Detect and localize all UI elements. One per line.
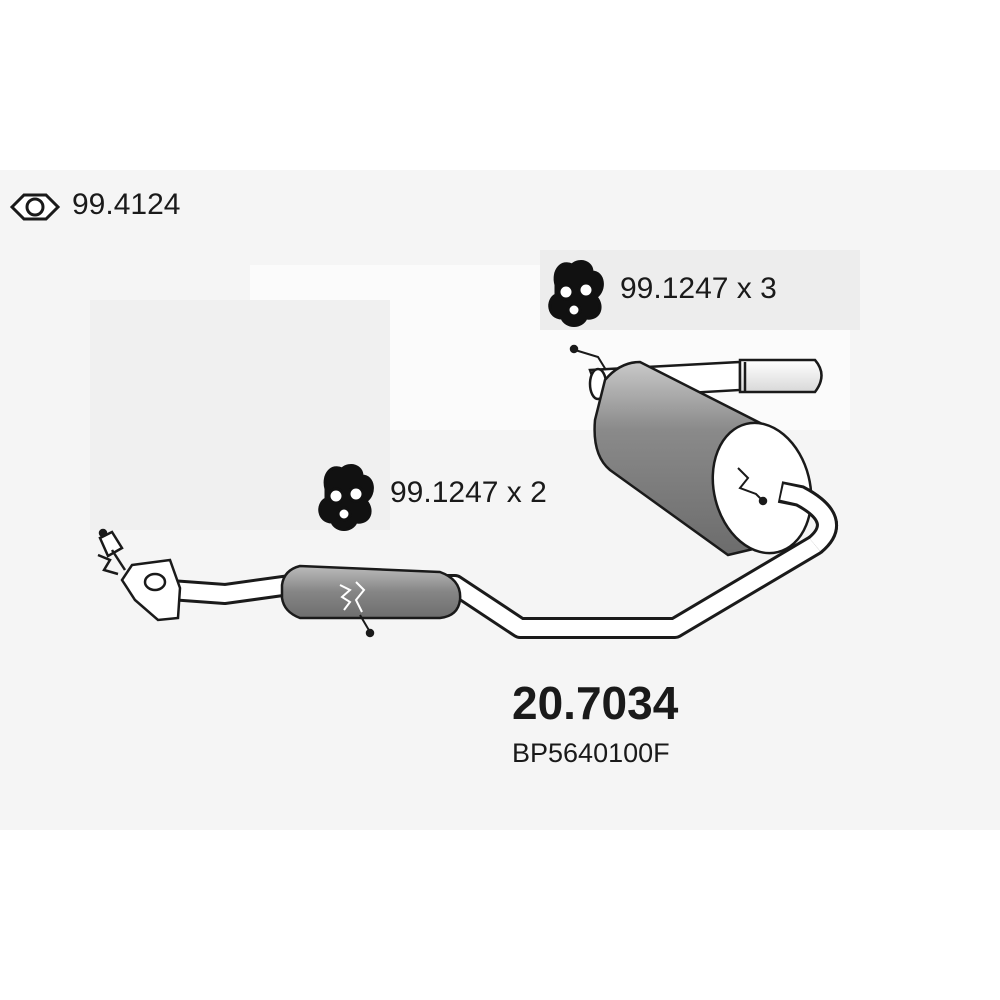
front-hanger-part-code: 99.1247 x 2 (390, 476, 547, 509)
rear-hanger-part-code: 99.1247 x 3 (620, 272, 777, 305)
muffler-inlet-pipe (777, 481, 838, 554)
oem-reference-number: BP5640100F (512, 738, 670, 768)
assembly-part-number: 20.7034 (512, 677, 679, 729)
front-flange (97, 528, 182, 622)
gasket-part-code: 99.4124 (72, 188, 181, 221)
rear-muffler (569, 344, 813, 557)
background-panels (0, 170, 1000, 830)
middle-silencer (280, 564, 462, 638)
rubber-hanger-icon-rear (548, 260, 604, 327)
rubber-hanger-icon-front (318, 464, 374, 531)
ring-gasket-icon (9, 193, 61, 221)
